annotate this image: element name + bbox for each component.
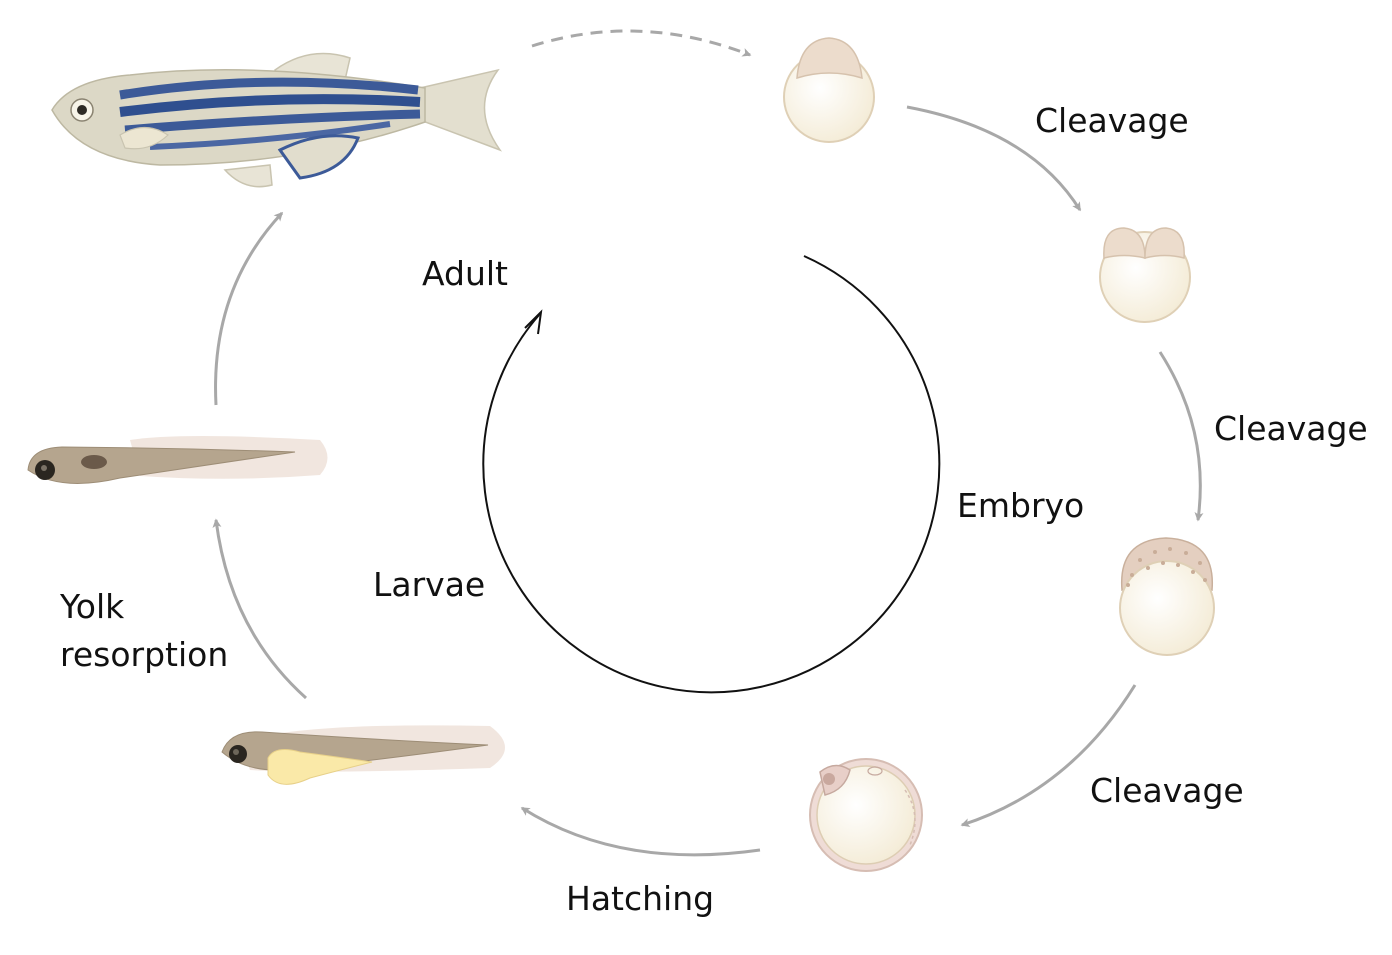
- stage-label-adult: Adult: [422, 254, 508, 293]
- transition-label-cleavage-2: Cleavage: [1214, 409, 1368, 448]
- cycle-arrow: [482, 255, 941, 694]
- arrow-adult-to-egg: [531, 29, 752, 57]
- yolk-label-line-1: Yolk: [60, 587, 125, 626]
- arrow-cleavage-2: [1158, 351, 1204, 522]
- transition-label-cleavage-3: Cleavage: [1090, 771, 1244, 810]
- one-cell-embryo-icon: [783, 37, 875, 143]
- free-swimming-larva-icon: [27, 436, 328, 484]
- transition-label-hatching: Hatching: [566, 879, 715, 918]
- stage-label-embryo: Embryo: [957, 486, 1085, 525]
- hatched-larva-icon: [221, 725, 505, 785]
- yolk-label-line-2: resorption: [60, 634, 229, 674]
- arrow-hatching: [520, 806, 761, 857]
- segmentation-embryo-icon: [809, 758, 923, 872]
- transition-label-yolk-resorption: Yolk resorption: [60, 583, 280, 679]
- arrow-cleavage-3: [960, 684, 1137, 827]
- adult-zebrafish-icon: [51, 52, 503, 188]
- blastula-embryo-icon: [1119, 537, 1215, 656]
- transition-label-cleavage-1: Cleavage: [1035, 101, 1189, 140]
- arrow-yolk-resorption: [212, 518, 308, 700]
- arrow-cleavage-1: [906, 105, 1082, 212]
- arrow-larva-to-adult: [214, 211, 284, 406]
- two-cell-embryo-icon: [1099, 227, 1191, 323]
- stage-label-larvae: Larvae: [373, 565, 486, 604]
